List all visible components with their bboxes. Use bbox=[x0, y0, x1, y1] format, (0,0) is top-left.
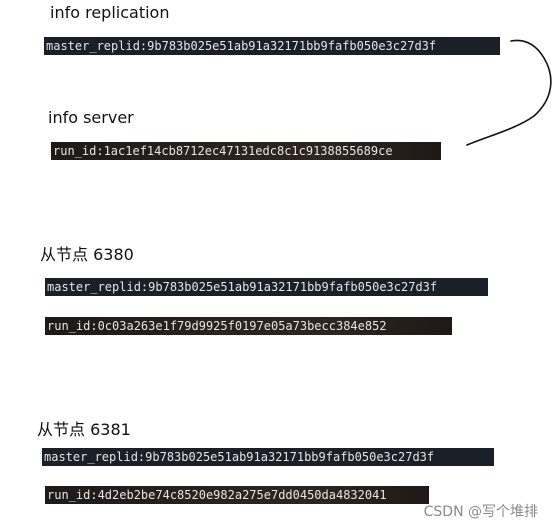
info-server-label: info server bbox=[48, 108, 134, 127]
slave-6381-run-id: run_id:4d2eb2be74c8520e982a275e7dd0450da… bbox=[45, 486, 429, 504]
slave-6380-master-replid: master_replid:9b783b025e51ab91a32171bb9f… bbox=[45, 278, 488, 296]
slave-6381-master-replid: master_replid:9b783b025e51ab91a32171bb9f… bbox=[42, 448, 494, 466]
master-replid-line: master_replid:9b783b025e51ab91a32171bb9f… bbox=[44, 37, 500, 55]
slave-6380-run-id: run_id:0c03a263e1f79d9925f0197e05a73becc… bbox=[45, 317, 452, 335]
csdn-watermark: CSDN @写个堆排 bbox=[423, 504, 538, 520]
run-id-line: run_id:1ac1ef14cb8712ec47131edc8c1c91388… bbox=[51, 142, 441, 160]
info-replication-label: info replication bbox=[50, 3, 170, 22]
slave-6380-label: 从节点 6380 bbox=[40, 245, 134, 264]
slave-6381-label: 从节点 6381 bbox=[37, 420, 131, 439]
